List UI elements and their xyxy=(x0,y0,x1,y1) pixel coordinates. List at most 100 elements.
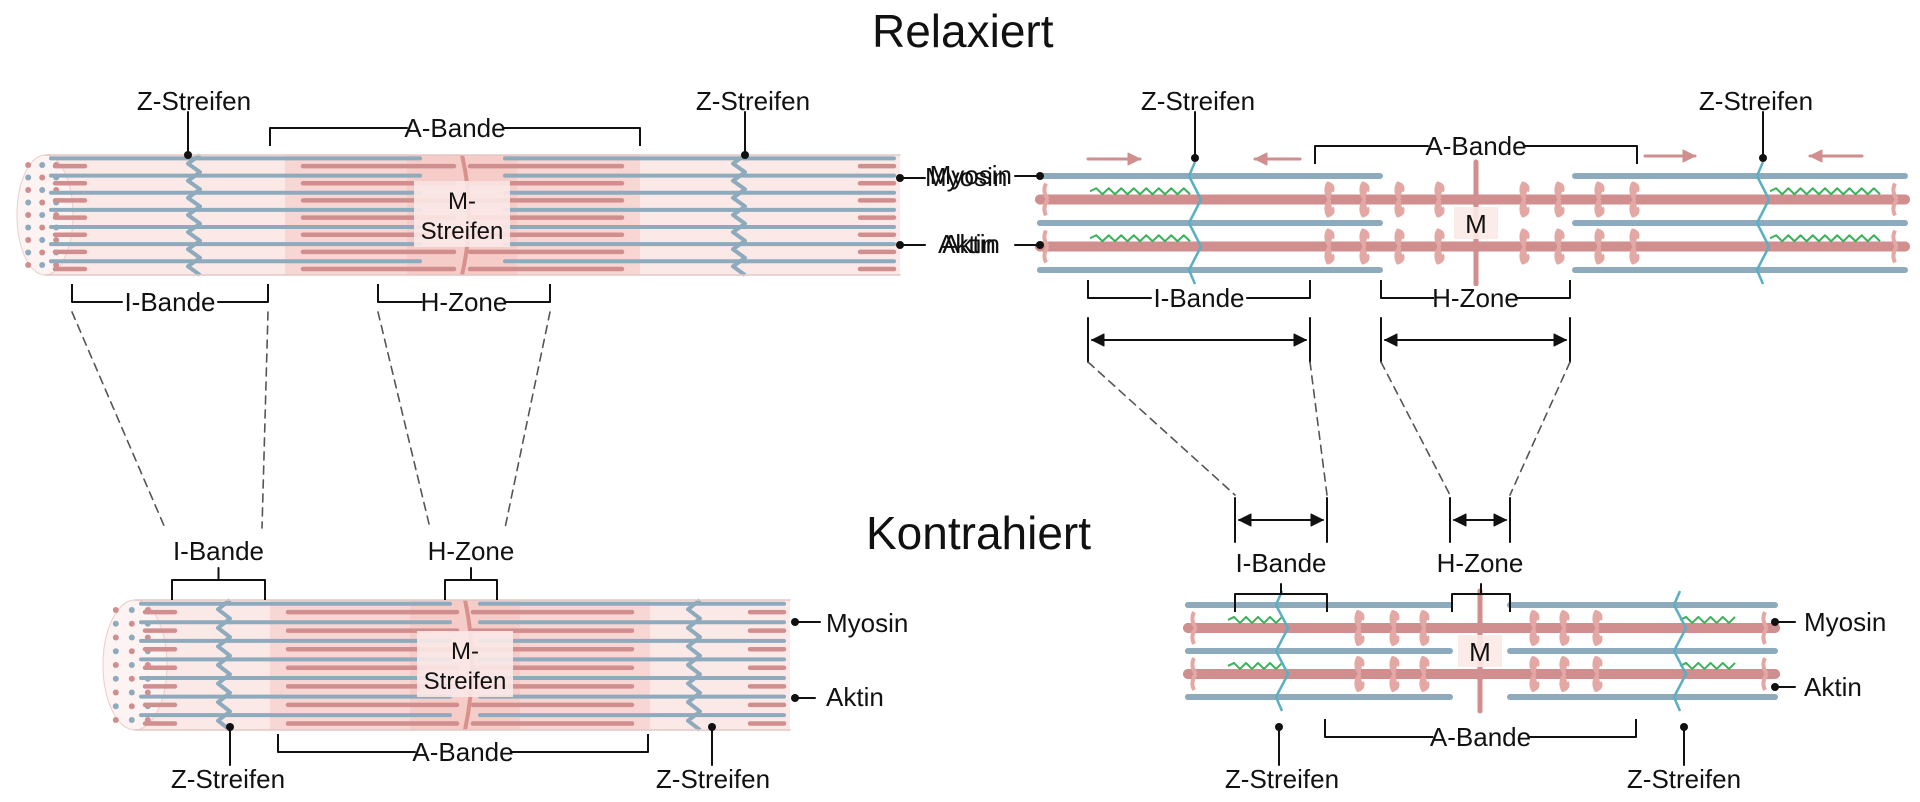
contracted-sarcomere-myosin-head xyxy=(1559,656,1570,676)
contracted-sarc-z-right-label: Z-Streifen xyxy=(1627,764,1741,794)
relaxed-cylinder-z-line-left xyxy=(186,153,202,277)
contracted-i-band-span xyxy=(1234,497,1328,543)
contracted-sarcomere-myosin-head xyxy=(1559,672,1570,692)
contracted-cyl-i-band-label: I-Bande xyxy=(173,536,264,566)
proj-h-left xyxy=(377,311,431,529)
relaxed-sarcomere-myosin-head xyxy=(1629,181,1640,201)
relaxed-sarcomere-myosin-head xyxy=(1042,198,1050,217)
relaxed-cylinder-z-line-right xyxy=(731,153,747,277)
contracted-sarc-actin-label: Aktin xyxy=(1804,672,1862,702)
relaxed-sarcomere-myosin-head xyxy=(1359,245,1370,265)
relaxed-sarcomere-myosin-head xyxy=(1434,245,1445,265)
relaxed-sarcomere-z-line-right xyxy=(1755,161,1771,285)
proj-r-i-right xyxy=(1309,361,1328,496)
contracted-cyl-i-band-line xyxy=(171,579,266,600)
contracted-sarc-myosin-dot xyxy=(1771,618,1779,626)
relaxed-cylinder-cap-dot xyxy=(39,224,46,231)
contracted-h-zone-span xyxy=(1449,497,1511,543)
contracted-cyl-myosin-dot xyxy=(791,618,799,626)
contracted-cyl-z-right-label: Z-Streifen xyxy=(656,764,770,794)
relaxed-cylinder-cap-dot xyxy=(25,187,32,193)
relaxed-cyl-z-left-dot xyxy=(184,151,192,159)
contracted-cyl-actin: Aktin xyxy=(791,682,884,712)
relaxed-sarc-z-right-label: Z-Streifen xyxy=(1699,86,1813,116)
contracted-cyl-i-band: I-Bande xyxy=(171,536,266,600)
contracted-sarcomere-titin-spring xyxy=(1227,615,1283,624)
proj-r-h-right xyxy=(1509,361,1571,496)
relaxed-cyl-actin: Aktin xyxy=(896,229,996,259)
contracted-h-zone-span-head-right xyxy=(1493,513,1507,527)
contracted-sarc-a-band-label: A-Bande xyxy=(1430,722,1531,752)
relaxed-sarc-i-band-label: I-Bande xyxy=(1153,283,1244,313)
relaxed-i-band-span-head-left xyxy=(1091,333,1105,347)
relaxed-sarc-h-zone: H-Zone xyxy=(1380,280,1571,313)
relaxed-i-band-span-head-right xyxy=(1293,333,1307,347)
contracted-cylinder-cap-dot xyxy=(128,620,135,627)
contracted-sarcomere-myosin-head xyxy=(1190,626,1198,645)
title-contracted: Kontrahiert xyxy=(866,507,1092,559)
contracted-sarc-a-band: A-Bande xyxy=(1324,719,1637,752)
contracted-cylinder-cap-dot xyxy=(112,634,119,641)
contracted-i-band-span-head-right xyxy=(1310,513,1324,527)
relaxed-sarc-h-zone-gap xyxy=(1434,286,1517,310)
relaxed-cylinder-m-label-2: Streifen xyxy=(421,218,504,245)
left-projection-lines xyxy=(71,311,551,529)
contracted-sarcomere-myosin-head xyxy=(1419,672,1430,692)
relaxed-sarc-z-left: Z-Streifen xyxy=(1141,86,1255,162)
relaxed-sarc-actin-label: Aktin xyxy=(942,229,1000,259)
relaxed-cylinder-cap-dot xyxy=(39,262,46,268)
contracted-cylinder-end-cap xyxy=(102,599,168,731)
relaxed-sarcomere-titin-spring xyxy=(1769,234,1881,243)
relaxed-sarcomere-myosin-head xyxy=(1891,229,1899,248)
relaxed-cyl-i-band-label: I-Bande xyxy=(124,287,215,317)
relaxed-cyl-h-zone-label: H-Zone xyxy=(421,287,508,317)
contracted-sarc-a-band-gap xyxy=(1433,725,1528,749)
relaxed-sarcomere-m-node xyxy=(1470,240,1482,253)
contracted-sarcomere-myosin-head xyxy=(1592,656,1603,676)
relaxed-sarc-a-band-label: A-Bande xyxy=(1425,131,1526,161)
contracted-sarcomere-myosin-head xyxy=(1761,672,1769,691)
relaxed-sarcomere-myosin-head xyxy=(1519,245,1530,265)
contracted-cylinder-cap-dot xyxy=(128,675,135,682)
relaxed-sarcomere-myosin-head xyxy=(1554,181,1565,201)
contracted-cylinder-cap-dot xyxy=(112,662,119,668)
relaxed-sarcomere-myosin-head xyxy=(1554,228,1565,248)
contracted-i-band-span-head-left xyxy=(1238,513,1252,527)
contracted-cyl-myosin: Myosin xyxy=(791,608,908,638)
contracted-cyl-a-band-gap xyxy=(415,740,511,764)
relaxed-sarcomere-myosin-head xyxy=(1394,245,1405,265)
relaxed-sarcomere-myosin-head xyxy=(1594,181,1605,201)
relaxed-sarc-h-zone-label: H-Zone xyxy=(1432,283,1519,313)
relaxed-h-zone-span-head-left xyxy=(1384,333,1398,347)
contracted-cyl-z-left-label: Z-Streifen xyxy=(171,764,285,794)
contracted-sarc-actin: Aktin xyxy=(1771,672,1862,702)
relaxed-sarcomere-m-node xyxy=(1470,193,1482,206)
arrow-2-head xyxy=(1254,152,1268,166)
relaxed-sarcomere-myosin-head xyxy=(1324,228,1335,248)
contracted-sarc-i-band-label: I-Bande xyxy=(1235,548,1326,578)
relaxed-sarc-z-right-dot xyxy=(1759,154,1767,162)
contracted-cylinder-m-label-bg xyxy=(417,631,513,697)
contracted-cyl-z-left: Z-Streifen xyxy=(171,723,285,794)
relaxed-sarcomere-myosin-head xyxy=(1594,198,1605,218)
relaxed-sarcomere-myosin-head xyxy=(1434,181,1445,201)
arrow-1-head xyxy=(1127,152,1141,166)
relaxed-sarc-z-left-label: Z-Streifen xyxy=(1141,86,1255,116)
relaxed-cylinder-cap-dot xyxy=(25,249,32,256)
relaxed-cyl-z-right: Z-Streifen xyxy=(696,86,810,159)
relaxed-sarcomere-myosin-head xyxy=(1891,182,1899,201)
relaxed-cyl-a-band-label: A-Bande xyxy=(404,113,505,143)
relaxed-cyl-z-right-dot xyxy=(741,151,749,159)
contracted-sarc-z-right: Z-Streifen xyxy=(1627,723,1741,794)
contracted-cyl-a-band: A-Bande xyxy=(277,734,649,767)
contracted-cyl-z-left-dot xyxy=(226,723,234,731)
relaxed-cylinder-cap-dot xyxy=(39,249,46,256)
relaxed-sarc-actin-dot xyxy=(1036,241,1044,249)
contracted-sarcomere-titin-spring xyxy=(1227,661,1283,670)
relaxed-sarcomere-myosin-head xyxy=(1324,245,1335,265)
contracted-sarcomere-m-label: M xyxy=(1469,637,1491,667)
relaxed-sarcomere-titin-spring xyxy=(1089,187,1191,196)
relaxed-cylinder-cap-dot xyxy=(25,162,32,168)
contracted-sarc-actin-dot xyxy=(1771,683,1779,691)
